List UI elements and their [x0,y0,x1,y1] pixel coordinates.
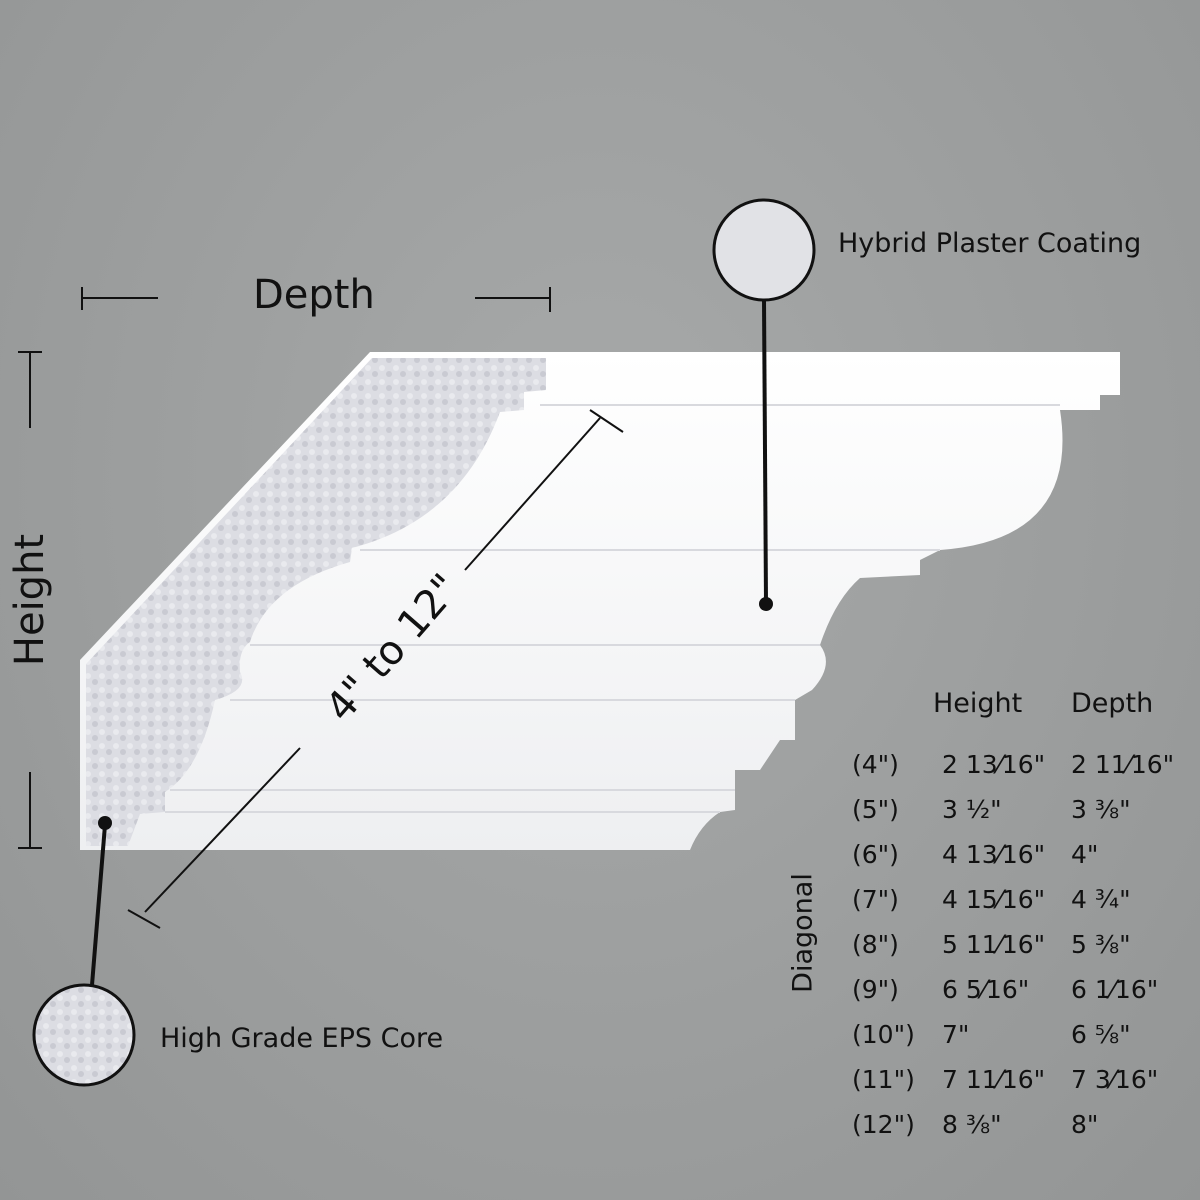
eps-core [86,358,546,846]
table-cell-depth: 6 ⅝" [1071,1020,1131,1049]
depth-label: Depth [253,272,375,318]
table-cell-depth: 8" [1071,1110,1099,1139]
table-cell-diag: (9") [852,975,899,1004]
table-cell-height: 6 5⁄16" [942,975,1030,1004]
table-cell-height: 3 ½" [942,795,1002,824]
table-cell-depth: 3 ⅜" [1071,795,1131,824]
table-cell-height: 5 11⁄16" [942,930,1046,959]
height-label: Height [7,533,53,667]
table-cell-height: 8 ⅜" [942,1110,1002,1139]
coating-label: Hybrid Plaster Coating [838,228,1142,259]
plaster-coating-swatch-icon [712,198,816,302]
table-cell-diag: (12") [852,1110,915,1139]
table-cell-height: 4 15⁄16" [942,885,1046,914]
table-cell-height: 7 11⁄16" [942,1065,1046,1094]
table-cell-diag: (11") [852,1065,915,1094]
core-pointer-dot [98,816,112,830]
diagonal-axis-label: Diagonal [787,873,819,993]
table-cell-depth: 6 1⁄16" [1071,975,1159,1004]
table-cell-diag: (10") [852,1020,915,1049]
table-cell-depth: 7 3⁄16" [1071,1065,1159,1094]
table-cell-depth: 4" [1071,840,1099,869]
coating-pointer-dot [759,597,773,611]
table-header-height: Height [933,688,1023,719]
table-cell-diag: (6") [852,840,899,869]
table-cell-diag: (4") [852,750,899,779]
eps-core-swatch-icon [32,983,136,1087]
table-cell-diag: (7") [852,885,899,914]
table-cell-diag: (8") [852,930,899,959]
table-cell-depth: 4 ¾" [1071,885,1131,914]
table-header-depth: Depth [1071,688,1154,719]
table-cell-height: 2 13⁄16" [942,750,1046,779]
core-label: High Grade EPS Core [160,1023,444,1054]
table-cell-depth: 2 11⁄16" [1071,750,1175,779]
table-cell-depth: 5 ⅜" [1071,930,1131,959]
profile-bands [165,404,1060,813]
table-cell-height: 4 13⁄16" [942,840,1046,869]
table-cell-diag: (5") [852,795,899,824]
dimension-lines [18,287,624,929]
table-cell-height: 7" [942,1020,970,1049]
